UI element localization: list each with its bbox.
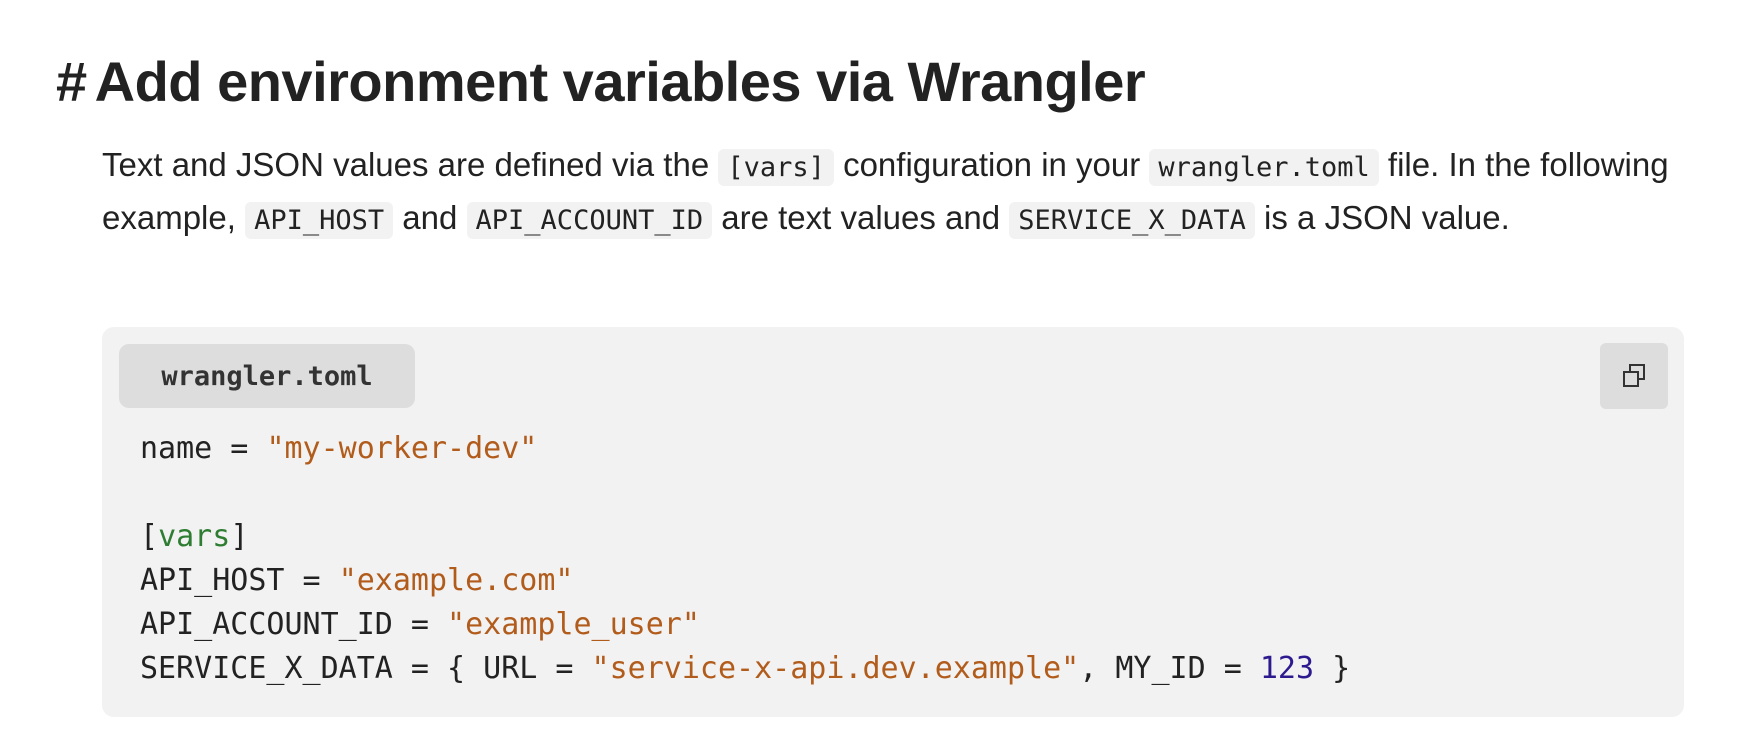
code-string: "example_user" bbox=[447, 607, 700, 642]
code-filename-tab: wrangler.toml bbox=[119, 344, 415, 408]
code-bracket: ] bbox=[230, 519, 249, 554]
code-key: SERVICE_X_DATA = { URL = bbox=[140, 651, 592, 686]
code-line: API_ACCOUNT_ID = "example_user" bbox=[140, 603, 1350, 647]
code-bracket: [ bbox=[140, 519, 159, 554]
intro-text: are text values and bbox=[712, 199, 1010, 236]
code-string: "example.com" bbox=[338, 563, 574, 598]
code-number: 123 bbox=[1259, 651, 1315, 686]
inline-code-service-x-data: SERVICE_X_DATA bbox=[1009, 202, 1255, 239]
intro-text: is a JSON value. bbox=[1254, 199, 1510, 236]
code-key: API_HOST = bbox=[140, 563, 339, 598]
heading-anchor-link[interactable]: # bbox=[56, 50, 87, 113]
intro-text: file. In the following example, bbox=[102, 146, 1669, 236]
copy-icon bbox=[1621, 363, 1647, 389]
code-section: vars bbox=[158, 519, 231, 554]
code-line: [vars] bbox=[140, 515, 1350, 559]
code-text: , MY_ID = bbox=[1079, 651, 1260, 686]
code-key: name = bbox=[140, 431, 267, 466]
code-string: "service-x-api.dev.example" bbox=[591, 651, 1080, 686]
inline-code-api-account-id: API_ACCOUNT_ID bbox=[466, 202, 713, 239]
inline-code-wrangler-toml: wrangler.toml bbox=[1149, 149, 1379, 186]
code-string: "my-worker-dev" bbox=[266, 431, 538, 466]
code-line: name = "my-worker-dev" bbox=[140, 427, 1350, 471]
page-title: #Add environment variables via Wrangler bbox=[56, 46, 1146, 118]
code-line: API_HOST = "example.com" bbox=[140, 559, 1350, 603]
inline-code-vars: [vars] bbox=[718, 149, 834, 186]
code-line-blank bbox=[140, 471, 1350, 515]
copy-code-button[interactable] bbox=[1600, 343, 1668, 409]
intro-text: Text and JSON values are defined via the bbox=[102, 146, 719, 183]
code-panel: wrangler.toml name = "my-worker-dev" [var… bbox=[102, 327, 1684, 717]
code-key: API_ACCOUNT_ID = bbox=[140, 607, 448, 642]
intro-paragraph: Text and JSON values are defined via the… bbox=[102, 140, 1702, 246]
inline-code-api-host: API_HOST bbox=[245, 202, 394, 239]
code-block[interactable]: name = "my-worker-dev"[vars]API_HOST = "… bbox=[140, 427, 1350, 691]
intro-text: configuration in your bbox=[833, 146, 1150, 183]
page-title-text: Add environment variables via Wrangler bbox=[94, 50, 1146, 113]
code-text: } bbox=[1314, 651, 1351, 686]
code-line: SERVICE_X_DATA = { URL = "service-x-api.… bbox=[140, 647, 1350, 691]
intro-text: and bbox=[393, 199, 467, 236]
